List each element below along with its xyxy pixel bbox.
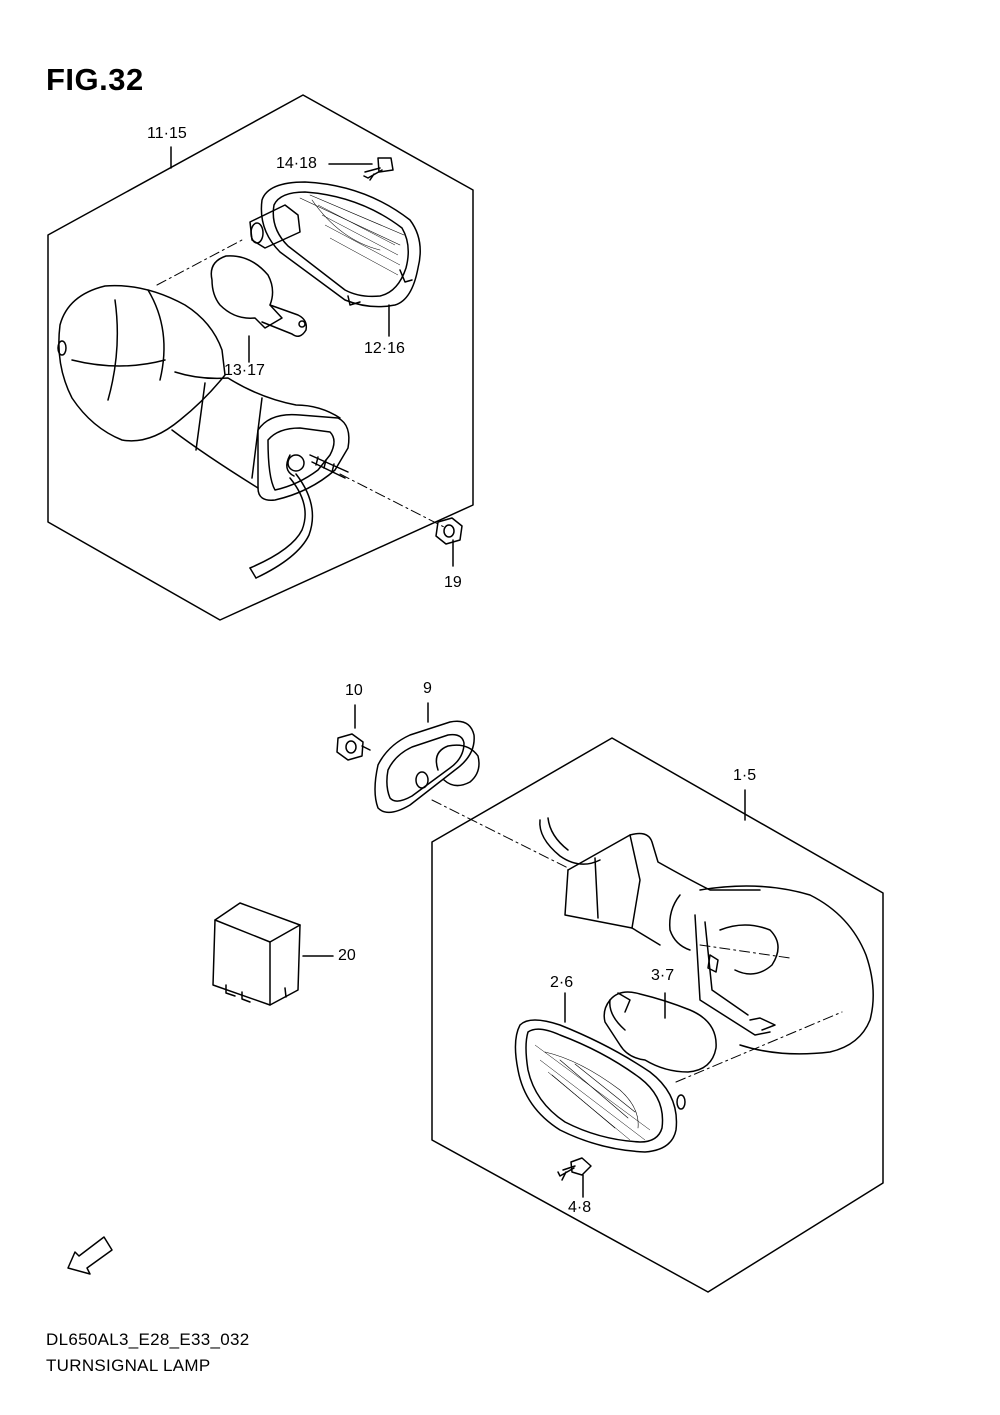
front-nut [435,517,463,545]
rear-cushion [374,720,480,814]
callout-rear-lamp-assy: 1·5 [733,767,757,784]
callout-relay: 20 [338,947,356,964]
front-screw [363,157,394,181]
figure-caption: TURNSIGNAL LAMP [46,1356,211,1375]
callout-rear-cushion: 9 [423,680,432,697]
callout-rear-screw: 4·8 [568,1199,592,1216]
rear-lens [514,1019,686,1153]
rear-bulb [603,991,717,1073]
model-code: DL650AL3_E28_E33_032 [46,1330,250,1349]
callout-rear-bulb: 3·7 [651,967,675,984]
rear-assembly-frame [431,737,884,1293]
rear-nut [336,733,371,761]
callout-rear-lens: 2·6 [550,974,574,991]
callout-front-nut: 19 [444,574,462,591]
rear-screw [557,1157,592,1181]
front-lamp-housing [57,284,350,579]
callout-front-lens: 12·16 [364,340,405,357]
callout-front-screw: 14·18 [276,155,317,172]
figure-title: FIG.32 [46,62,144,97]
callout-rear-nut: 10 [345,682,363,699]
relay [212,902,301,1006]
callout-front-bulb: 13·17 [224,362,265,379]
rear-lamp-housing [539,817,874,1055]
front-assembly-frame [47,94,474,621]
front-lens [249,181,421,308]
front-bulb [210,255,308,337]
callout-front-lamp-assy: 11·15 [147,125,187,142]
fwd-arrow-icon [67,1236,113,1275]
